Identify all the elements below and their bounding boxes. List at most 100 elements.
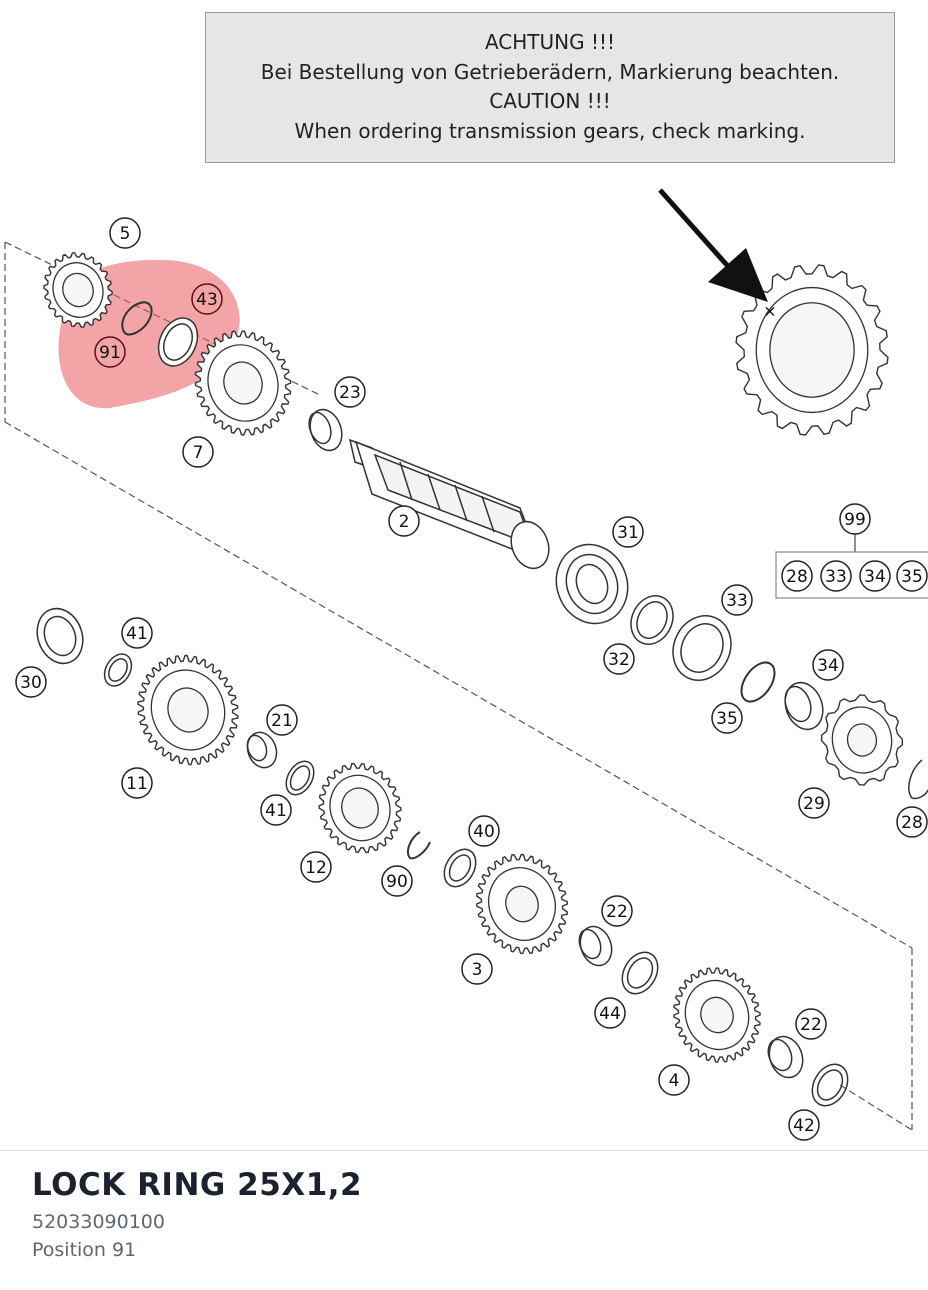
gear-hub <box>223 361 263 405</box>
callout-label: 22 <box>800 1015 822 1035</box>
caution-text-de: Bei Bestellung von Getrieberädern, Marki… <box>260 59 840 84</box>
callout-circle <box>266 704 298 736</box>
caution-heading-en: CAUTION !!! <box>489 89 611 113</box>
gear-12 <box>318 762 402 854</box>
callout-label: 44 <box>599 1004 621 1024</box>
callout-label: 28 <box>901 813 923 833</box>
callout-label: 11 <box>126 774 148 794</box>
gear-5 <box>43 252 113 328</box>
part-info-panel: LOCK RING 25X1,2 52033090100 Position 91 <box>0 1150 928 1290</box>
ring-parts <box>36 301 928 1107</box>
callout-label: 99 <box>844 510 866 530</box>
callout-circle <box>94 336 126 368</box>
washer-41-top <box>103 653 133 687</box>
callout-label: 90 <box>386 872 408 892</box>
gear-hub <box>700 996 734 1034</box>
washer-44 <box>621 951 659 995</box>
callout-circle <box>812 649 844 681</box>
thrust-washer-43 <box>157 317 199 367</box>
callout-circle <box>381 865 413 897</box>
callout-label: 31 <box>617 523 639 543</box>
part-number: 52033090100 <box>32 1211 165 1233</box>
callout-label: 7 <box>193 443 204 463</box>
sprocket-29 <box>820 694 904 786</box>
bushing-21 <box>246 731 278 769</box>
gear-hub <box>167 687 209 733</box>
bearing-31 <box>555 543 629 625</box>
callout-label: 35 <box>716 709 738 729</box>
callout-circle <box>839 503 871 535</box>
callout-circle <box>121 767 153 799</box>
gear-4 <box>673 967 761 1063</box>
ring-28-partial <box>908 759 928 800</box>
gear-7 <box>194 330 292 436</box>
diagram-canvas: × 54391723231992833343530411121411290403… <box>4 188 928 1141</box>
callout-circle <box>612 516 644 548</box>
washer-32 <box>630 595 674 645</box>
callout-circle <box>859 560 891 592</box>
callout-label: 40 <box>473 822 495 842</box>
washer-41-mid <box>285 760 315 796</box>
callout-label: 4 <box>669 1071 680 1091</box>
o-ring-35 <box>740 661 776 703</box>
bushing-34 <box>784 681 824 731</box>
callout-circle <box>121 617 153 649</box>
callout-label: 33 <box>726 591 748 611</box>
callout-circle <box>468 815 500 847</box>
callout-circle <box>658 1064 690 1096</box>
callout-circle <box>721 584 753 616</box>
callout-label: 12 <box>305 858 327 878</box>
callout-circle <box>260 794 292 826</box>
gear-root-circle <box>831 706 893 774</box>
callout-label: 22 <box>606 902 628 922</box>
gear-root-circle <box>52 262 104 318</box>
gear-hub <box>846 723 878 757</box>
callout-label: 28 <box>786 567 808 587</box>
callout-circle <box>711 702 743 734</box>
lock-ring-91 <box>121 301 153 336</box>
part-position: Position 91 <box>32 1239 137 1261</box>
bushing-22-top <box>578 925 613 967</box>
callout-label: 35 <box>901 567 923 587</box>
lock-ring-90 <box>407 831 431 860</box>
caution-text-en: When ordering transmission gears, check … <box>294 118 806 143</box>
gear-root-circle <box>329 774 391 842</box>
gear-root-circle <box>488 867 556 941</box>
gear-root-circle <box>150 669 226 751</box>
callout-label: 29 <box>803 794 825 814</box>
part-title: LOCK RING 25X1,2 <box>32 1167 363 1203</box>
callout-label: 42 <box>793 1116 815 1136</box>
svg-text:×: × <box>763 302 776 321</box>
gear-11 <box>137 654 239 766</box>
callout-circle <box>781 560 813 592</box>
callout-circle <box>388 505 420 537</box>
callout-label: 21 <box>271 711 293 731</box>
callout-circle <box>109 217 141 249</box>
caution-heading-de: ACHTUNG !!! <box>484 30 616 54</box>
marking-arrow: × <box>658 188 777 321</box>
callout-label: 2 <box>399 512 410 532</box>
gear-3 <box>475 853 569 955</box>
callout-circle <box>795 1008 827 1040</box>
callout-label: 34 <box>817 656 839 676</box>
seal-33 <box>672 615 732 681</box>
callout-circle <box>601 895 633 927</box>
caution-notice: ACHTUNG !!! Bei Bestellung von Getrieber… <box>205 12 895 163</box>
gear-hub <box>505 885 539 923</box>
callout-circle <box>594 997 626 1029</box>
bushing-22-bottom <box>767 1035 804 1079</box>
callout-label: 30 <box>20 673 42 693</box>
callout-label: 41 <box>265 801 287 821</box>
callout-label: 43 <box>196 290 218 310</box>
callout-label: 34 <box>864 567 886 587</box>
callout-circle <box>182 436 214 468</box>
callout-circle <box>603 643 635 675</box>
callout-label: 91 <box>99 343 121 363</box>
main-shaft <box>348 438 550 570</box>
washer-40 <box>443 848 477 888</box>
callout-label: 32 <box>608 650 630 670</box>
callout-label: 41 <box>126 624 148 644</box>
callout-circle <box>788 1109 820 1141</box>
